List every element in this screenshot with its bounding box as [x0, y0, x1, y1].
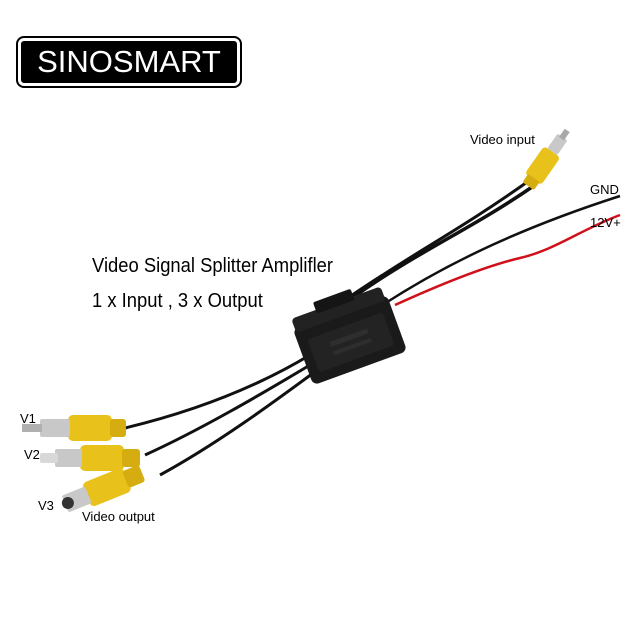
input-rca-connector	[523, 128, 570, 190]
12v-label: 12V+	[590, 215, 621, 230]
output-cable-v1	[124, 353, 311, 430]
video-output-label: Video output	[82, 509, 155, 524]
v3-rca-connector	[61, 465, 145, 512]
v1-label: V1	[20, 411, 36, 426]
product-title: Video Signal Splitter Amplifler	[92, 255, 334, 277]
splitter-box	[292, 287, 406, 384]
brand-logo: SINOSMART	[16, 36, 242, 88]
input-cable-2	[344, 178, 531, 302]
output-cable-v3	[159, 366, 321, 477]
gnd-label: GND	[590, 182, 619, 197]
v1-rca-connector	[22, 415, 126, 441]
v3-label: V3	[38, 498, 54, 513]
output-cable-v2	[144, 360, 316, 457]
gnd-wire	[374, 194, 621, 312]
v2-label: V2	[24, 447, 40, 462]
video-input-label: Video input	[470, 132, 535, 147]
product-subtitle: 1 x Input , 3 x Output	[92, 290, 263, 312]
v2-rca-connector	[40, 445, 140, 471]
input-cable	[350, 183, 536, 300]
power-wire	[394, 213, 621, 307]
